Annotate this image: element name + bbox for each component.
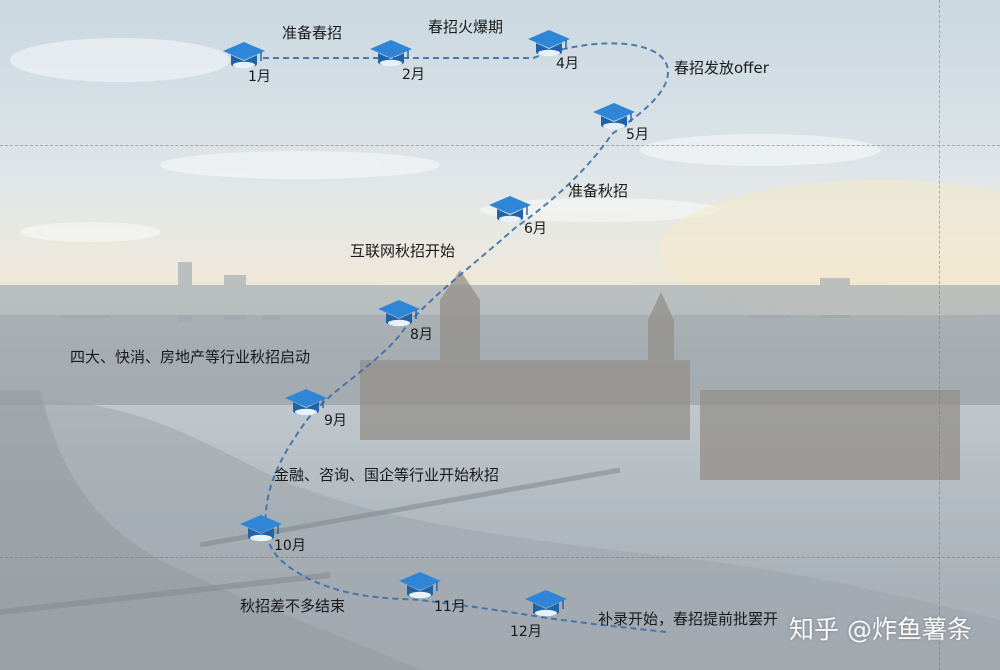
graduation-cap-icon [592,101,636,133]
milestone-caption: 春招火爆期 [428,18,504,36]
milestone-month-label: 4月 [556,56,579,72]
milestone-month-label: 10月 [274,538,306,554]
milestone-caption: 互联网秋招开始 [350,242,456,260]
milestone-caption: 准备秋招 [568,182,629,200]
graduation-cap-icon [222,40,266,72]
timeline-path [263,42,670,633]
milestone-caption: 补录开始，春招提前批罢开 [598,610,779,628]
guide-line [939,0,940,670]
milestone-caption: 秋招差不多结束 [240,597,346,615]
milestone-month-label: 11月 [434,599,466,615]
milestone-month-label: 2月 [402,67,425,83]
graduation-cap-icon [398,570,442,602]
milestone-caption: 四大、快消、房地产等行业秋招启动 [70,348,311,366]
milestone-caption: 准备春招 [282,24,343,42]
milestone-month-label: 8月 [410,327,433,343]
milestone-month-label: 1月 [248,69,271,85]
graduation-cap-icon [524,588,568,620]
milestone-caption: 金融、咨询、国企等行业开始秋招 [274,466,500,484]
guide-line [0,557,1000,558]
milestone-caption: 春招发放offer [674,59,769,77]
graduation-cap-icon [369,38,413,70]
graduation-cap-icon [239,513,283,545]
milestone-month-label: 12月 [510,624,542,640]
milestone-month-label: 6月 [524,221,547,237]
graduation-cap-icon [488,194,532,226]
graduation-cap-icon [527,28,571,60]
milestone-month-label: 9月 [324,413,347,429]
graduation-cap-icon [377,298,421,330]
guide-line [0,145,1000,146]
milestone-month-label: 5月 [626,127,649,143]
watermark: 知乎 @炸鱼薯条 [789,615,972,644]
graduation-cap-icon [284,387,328,419]
